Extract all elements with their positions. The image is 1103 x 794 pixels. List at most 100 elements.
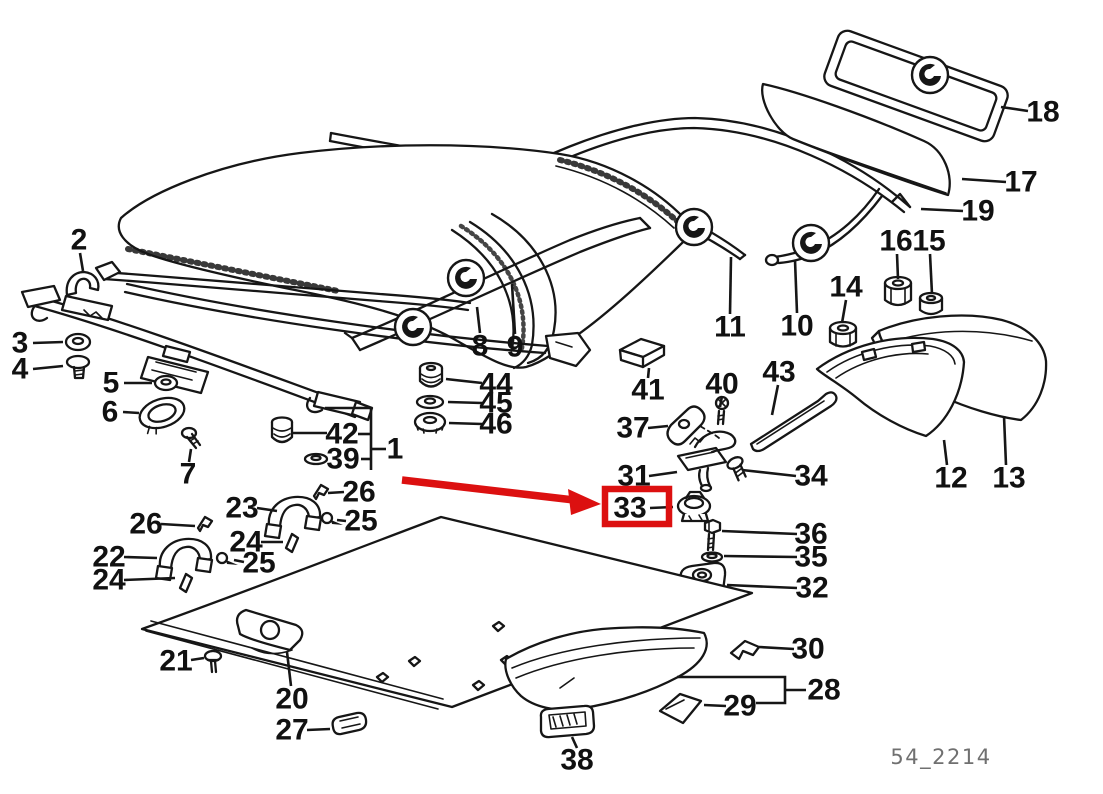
part-label-42[interactable]: 42 (325, 418, 358, 451)
part-label-25[interactable]: 25 (344, 505, 377, 538)
part-label-10[interactable]: 10 (780, 310, 813, 343)
diagram-code: 54_2214 (890, 745, 991, 770)
part-label-44[interactable]: 44 (479, 368, 513, 401)
part-label-19[interactable]: 19 (961, 195, 994, 228)
leader-line (942, 439, 949, 466)
part-label-25[interactable]: 25 (242, 547, 275, 580)
part-label-3[interactable]: 3 (12, 327, 29, 360)
part-label-33[interactable]: 33 (613, 492, 646, 525)
part-label-4[interactable]: 4 (12, 353, 29, 386)
part-label-46[interactable]: 46 (479, 408, 512, 441)
highlight-annotation (401, 476, 673, 528)
leader-line (510, 283, 517, 335)
fastener-symbol-icon (791, 223, 831, 263)
part-label-17[interactable]: 17 (1004, 166, 1037, 199)
leader-line (447, 400, 483, 405)
leader-line (793, 259, 799, 314)
part-label-36[interactable]: 36 (794, 518, 827, 551)
part-drawing-front-seal-rail (94, 260, 472, 312)
part-label-29[interactable]: 29 (723, 690, 756, 723)
part-label-28[interactable]: 28 (807, 674, 840, 707)
part-label-22[interactable]: 22 (92, 541, 125, 574)
part-drawing-clip-2 (65, 270, 100, 297)
leader-line (718, 395, 724, 408)
part-drawing-grommet-6 (138, 396, 186, 435)
part-label-1[interactable]: 1 (387, 433, 404, 466)
group-bracket (325, 406, 373, 470)
part-label-31[interactable]: 31 (617, 460, 650, 493)
part-label-7[interactable]: 7 (180, 458, 197, 491)
part-drawing-nut-46 (413, 411, 447, 434)
leader-line (32, 340, 64, 345)
part-label-40[interactable]: 40 (705, 368, 738, 401)
part-label-13[interactable]: 13 (992, 462, 1025, 495)
leader-line (647, 424, 669, 430)
part-drawing-grommet-16 (883, 275, 913, 307)
leader-line (187, 448, 193, 463)
part-label-43[interactable]: 43 (762, 356, 795, 389)
part-label-24[interactable]: 24 (229, 526, 263, 559)
leader-line (327, 490, 345, 495)
part-drawing-screw-7 (180, 426, 202, 450)
part-label-38[interactable]: 38 (560, 744, 593, 777)
part-drawing-tension-strap (20, 284, 374, 422)
part-drawing-nut-5 (153, 374, 179, 392)
part-label-5[interactable]: 5 (103, 367, 120, 400)
part-drawing-washer-45 (415, 394, 445, 410)
part-label-30[interactable]: 30 (791, 633, 824, 666)
part-label-2[interactable]: 2 (71, 224, 88, 257)
leader-line (721, 529, 798, 536)
part-label-27[interactable]: 27 (275, 714, 308, 747)
leader-line (770, 384, 780, 416)
part-drawing-screw-21 (203, 649, 223, 674)
leader-line (723, 554, 798, 559)
part-label-15[interactable]: 15 (912, 225, 945, 258)
leader-line (306, 727, 331, 732)
part-drawing-clip-27 (331, 711, 368, 736)
part-label-45[interactable]: 45 (479, 387, 512, 420)
part-label-6[interactable]: 6 (102, 396, 119, 429)
part-label-23[interactable]: 23 (225, 492, 258, 525)
part-drawing-buffer-42 (270, 416, 294, 444)
part-drawing-handle-23 (263, 495, 323, 540)
leader-line (123, 555, 158, 560)
leader-line (648, 470, 678, 478)
part-label-14[interactable]: 14 (829, 271, 863, 304)
fastener-symbol-icon (393, 307, 433, 347)
part-drawing-strip-29 (658, 692, 703, 725)
part-label-32[interactable]: 32 (795, 572, 828, 605)
part-label-26[interactable]: 26 (129, 508, 162, 541)
part-drawing-clip-26-left (196, 515, 214, 533)
red-arrow-head (568, 489, 601, 515)
fastener-symbol-icon (910, 55, 950, 95)
part-label-35[interactable]: 35 (794, 541, 827, 574)
part-label-26[interactable]: 26 (342, 476, 375, 509)
part-label-21[interactable]: 21 (159, 645, 192, 678)
leader-line (78, 252, 85, 272)
fastener-symbol-icon (446, 258, 486, 298)
part-label-24[interactable]: 24 (92, 564, 126, 597)
part-drawing-front-bow (123, 282, 592, 368)
part-drawing-clip-26-right (312, 483, 330, 501)
leader-line (123, 576, 176, 582)
part-label-11[interactable]: 11 (714, 311, 746, 344)
part-label-12[interactable]: 12 (934, 462, 967, 495)
part-drawing-latch-31 (676, 430, 737, 493)
part-label-18[interactable]: 18 (1026, 96, 1059, 129)
part-label-20[interactable]: 20 (275, 683, 308, 716)
part-drawing-clip-24-mid (284, 532, 300, 554)
part-drawing-swivel-33 (676, 490, 712, 523)
part-label-8[interactable]: 8 (472, 330, 489, 363)
part-drawing-washer-35 (700, 551, 724, 563)
part-drawing-bolt-36 (703, 518, 722, 552)
part-label-39[interactable]: 39 (326, 443, 359, 476)
part-label-16[interactable]: 16 (879, 225, 912, 258)
leader-line (32, 364, 64, 371)
part-label-41[interactable]: 41 (631, 374, 664, 407)
part-label-9[interactable]: 9 (507, 331, 524, 364)
part-label-34[interactable]: 34 (794, 460, 828, 493)
part-drawing-handle-22 (154, 537, 214, 582)
part-label-37[interactable]: 37 (616, 412, 649, 445)
